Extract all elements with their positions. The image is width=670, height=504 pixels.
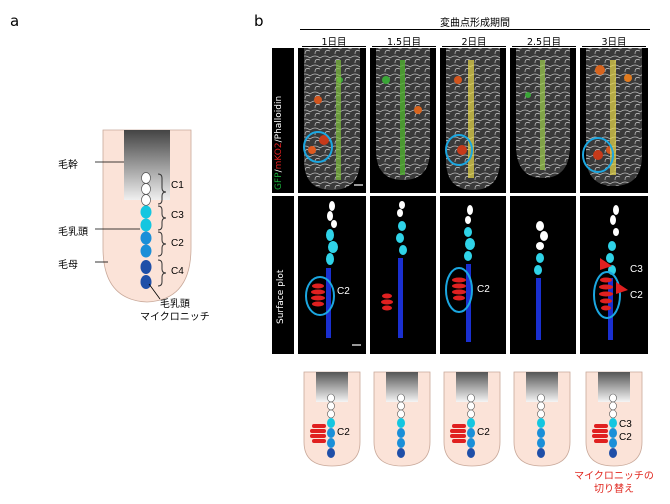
- schematic-day2-c2: C2: [477, 427, 490, 438]
- micro-day1: [298, 48, 366, 193]
- micro-day2: [440, 48, 506, 193]
- schematic-day2-5: [513, 371, 571, 467]
- zone-label-c3: C3: [171, 210, 184, 221]
- period-header: 変曲点形成期間: [440, 18, 510, 29]
- surface-day3-c3: C3: [630, 264, 643, 275]
- cell-column: [140, 172, 152, 289]
- day-label-2: 2日目: [461, 37, 487, 48]
- label-hair-matrix: 毛母: [58, 260, 78, 271]
- micro-day2-5: [510, 48, 576, 193]
- panel-a-letter: a: [10, 12, 20, 30]
- schematic-day1-5: [373, 371, 431, 467]
- day-label-3: 3日目: [601, 37, 627, 48]
- schematic-day3-c3: C3: [619, 419, 632, 430]
- label-hair-shaft: 毛幹: [58, 160, 78, 171]
- schematic-day3: [585, 371, 643, 467]
- surface-day3-c2: C2: [630, 290, 643, 301]
- surface-day3: [580, 196, 648, 354]
- surface-day2: [440, 196, 506, 354]
- surface-day1-c2: C2: [337, 286, 350, 297]
- surface-day1: [298, 196, 366, 354]
- schematic-day3-c2: C2: [619, 432, 632, 443]
- niche-switch-caption: マイクロニッチの 切り替え: [574, 471, 654, 495]
- panel-b-letter: b: [254, 12, 264, 30]
- zone-brackets: [157, 173, 167, 287]
- label-niche: 毛乳頭 マイクロニッチ: [140, 299, 210, 323]
- zone-label-c1: C1: [171, 180, 184, 191]
- micro-day1-5: [370, 48, 436, 193]
- zone-label-c2: C2: [171, 238, 184, 249]
- surface-day2-c2: C2: [477, 284, 490, 295]
- label-dermal-papilla: 毛乳頭: [58, 227, 88, 238]
- schematic-day1: [303, 371, 361, 467]
- day-label-1-5: 1.5日目: [386, 37, 422, 48]
- day-label-2-5: 2.5日目: [526, 37, 562, 48]
- micro-day3: [580, 48, 648, 193]
- zone-label-c4: C4: [171, 266, 184, 277]
- schematic-day1-c2: C2: [337, 427, 350, 438]
- day-label-1: 1日目: [321, 37, 347, 48]
- surface-day2-5: [510, 196, 576, 354]
- surface-day1-5: [370, 196, 436, 354]
- header-rule: [300, 29, 650, 30]
- schematic-day2: [443, 371, 501, 467]
